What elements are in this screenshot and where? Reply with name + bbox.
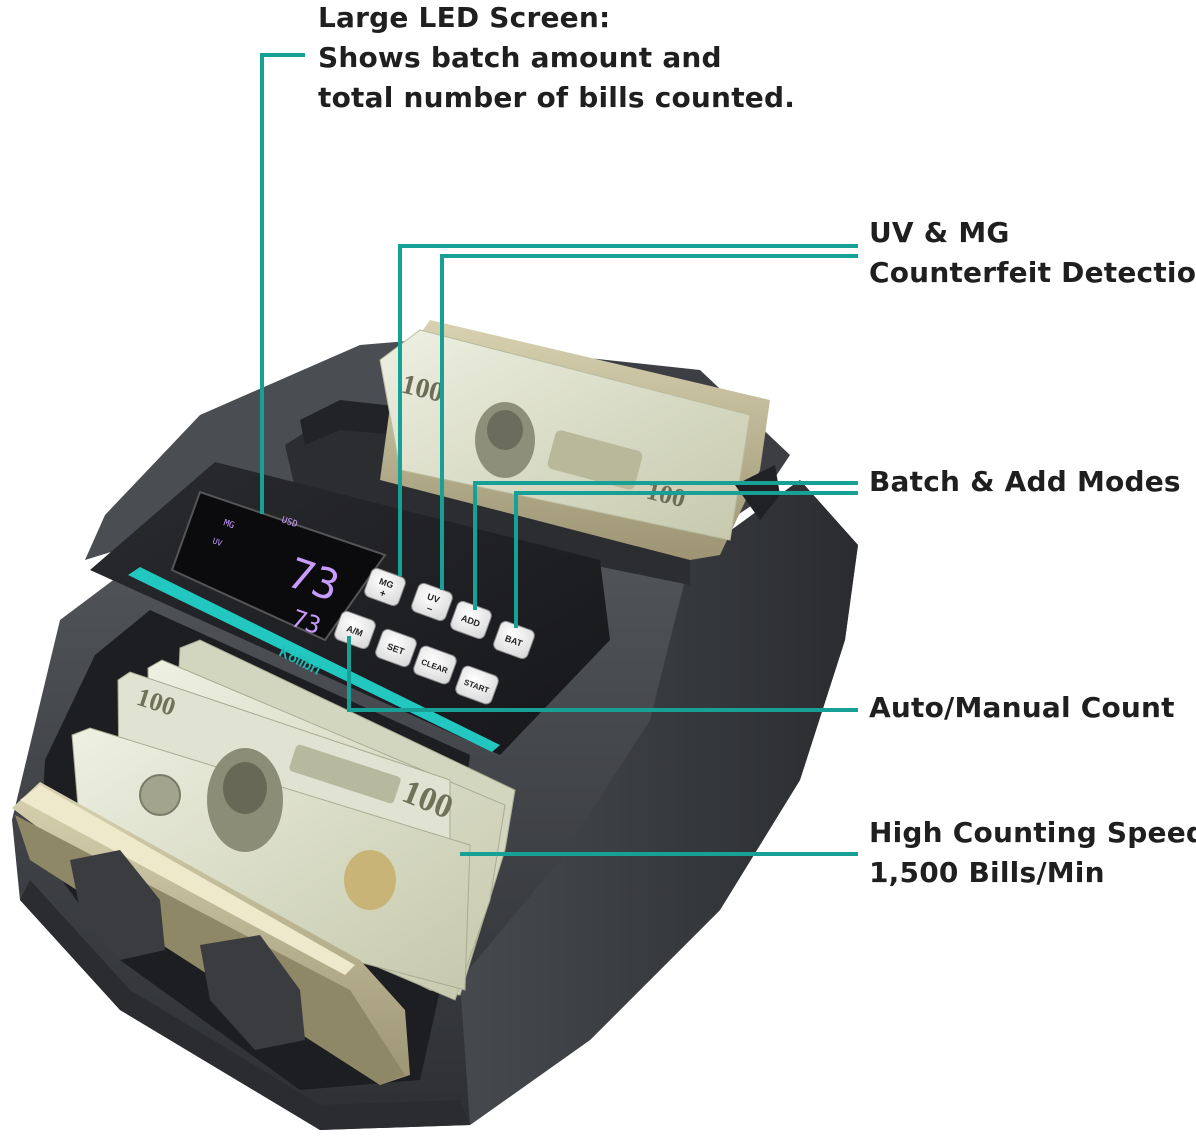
led-display: MG USD UV 73 73	[170, 490, 387, 642]
control-panel: Kolibri MG USD UV 73 73 MG + UV –	[90, 462, 610, 755]
callout-led-screen: Large LED Screen: Shows batch amount and…	[318, 0, 795, 118]
add-key-leader	[473, 481, 858, 610]
stacker-guide-right	[200, 935, 305, 1050]
callout-led-line-3: total number of bills counted.	[318, 81, 796, 114]
callout-speed-line-1: High Counting Speed:	[869, 816, 1196, 849]
hopper-bills: 100 100	[379, 320, 780, 560]
panel-stripe	[128, 567, 500, 752]
machine-side	[460, 480, 858, 1125]
stacker-guide-left	[70, 850, 165, 960]
key-uv-sign: –	[425, 603, 434, 615]
key-clear[interactable]: CLEAR	[412, 644, 458, 685]
display-mg-indicator: MG	[222, 518, 236, 531]
callout-lines	[260, 53, 858, 856]
callout-led-line-1: Large LED Screen:	[318, 1, 611, 34]
key-start[interactable]: START	[454, 664, 500, 705]
callout-speed-line-2: 1,500 Bills/Min	[869, 856, 1105, 889]
counting-machine: 100 100 Kolibri MG USD UV 73 73 MG	[12, 320, 858, 1130]
display-uv-indicator: UV	[211, 536, 223, 548]
callout-uv-mg: UV & MG Counterfeit Detection	[869, 213, 1196, 293]
key-bat[interactable]: BAT	[492, 620, 536, 661]
key-mg-sign: +	[378, 588, 387, 600]
key-mg-label: MG	[378, 576, 395, 590]
callout-batch-add: Batch & Add Modes	[869, 462, 1181, 502]
led-screen-leader	[260, 53, 305, 514]
base-front	[20, 880, 470, 1130]
bat-key-leader	[514, 491, 858, 628]
key-uv-minus[interactable]: UV –	[410, 582, 454, 623]
key-uv-label: UV	[426, 591, 441, 605]
auto-manual-leader	[347, 636, 858, 712]
callout-uvmg-line-2: Counterfeit Detection	[869, 256, 1196, 289]
callout-led-line-2: Shows batch amount and	[318, 41, 722, 74]
mg-key-leader	[398, 244, 858, 576]
callout-speed: High Counting Speed: 1,500 Bills/Min	[869, 813, 1196, 893]
callout-auto-manual: Auto/Manual Count	[869, 688, 1175, 728]
key-mg-plus[interactable]: MG +	[363, 567, 407, 608]
callout-uvmg-line-1: UV & MG	[869, 216, 1010, 249]
key-set[interactable]: SET	[374, 628, 418, 669]
callout-auto-line-1: Auto/Manual Count	[869, 691, 1175, 724]
callout-batch-line-1: Batch & Add Modes	[869, 465, 1181, 498]
